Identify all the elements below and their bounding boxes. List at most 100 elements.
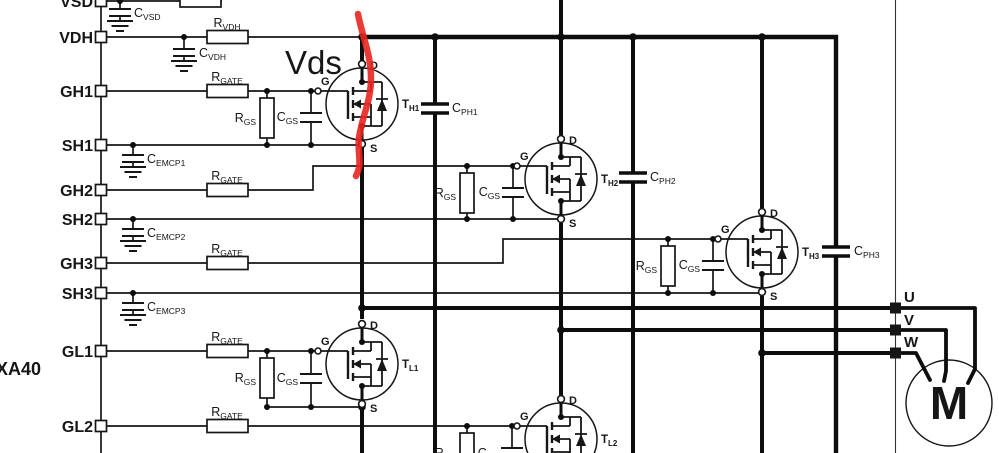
pin-square-sh3	[94, 286, 108, 300]
capacitor-cemcp1	[122, 154, 144, 163]
label-th3: TH3	[802, 247, 820, 261]
capacitor-cgs-th3	[702, 260, 724, 271]
label-cvsd: CVSD	[134, 6, 161, 22]
pin-square-gh1	[94, 84, 108, 98]
phase-square-v	[890, 324, 901, 336]
pin-square-vsd	[94, 0, 108, 8]
pin-square-gh3	[94, 256, 108, 270]
capacitor-cph1	[421, 102, 449, 115]
pin-label-sh1: SH1	[62, 138, 93, 155]
label-rgate-gl1: RGATE	[211, 330, 243, 346]
pin-label-gl1: GL1	[62, 344, 93, 361]
label-rgs-th2: RGS	[435, 186, 457, 202]
mosfet-th3	[713, 206, 800, 305]
pin-square-vdh	[94, 30, 108, 44]
capacitor-cemcp3	[122, 302, 144, 311]
rc-th1-stems	[266, 91, 312, 145]
ic-part-marking: XA40	[0, 359, 41, 379]
junction-dots	[117, 0, 766, 429]
rc-tl1-stems	[266, 351, 312, 407]
label-cgs-th1: CGS	[277, 110, 299, 126]
label-cvdh: CVDH	[199, 46, 226, 62]
phase-square-u	[890, 302, 901, 314]
motor-label: M	[930, 377, 968, 429]
wire-gh2	[106, 165, 514, 191]
pin-labels: VSD VDH GH1 SH1 GH2 SH2 GH3 SH3 GL1 GL2 …	[0, 0, 93, 436]
label-rgs-tl1: RGS	[235, 371, 257, 387]
component-labels: RVDH RGATE RGATE RGATE RGATE RGATE RGS R…	[134, 6, 880, 453]
label-tl1: TL1	[402, 359, 419, 373]
capacitor-cgs-th1	[300, 112, 322, 123]
label-rgs-tl2: RGS	[435, 446, 457, 453]
label-cemcp1: CEMCP1	[147, 152, 186, 168]
phase-label-w: W	[904, 334, 919, 351]
label-cgs-th2: CGS	[479, 185, 501, 201]
ic-pin-squares	[94, 0, 108, 433]
pin-label-gl2: GL2	[62, 419, 93, 436]
wire-gl1	[106, 350, 360, 408]
resistor-rvsd-clipped	[179, 0, 222, 8]
resistor-rgate-gh1	[206, 83, 249, 99]
label-cgs-tl1: CGS	[277, 371, 299, 387]
pin-square-gl1	[94, 344, 108, 358]
label-th1: TH1	[402, 99, 420, 113]
vds-red-marker-curve	[352, 10, 375, 180]
label-rgate-gl2: RGATE	[211, 405, 243, 421]
mosfet-tl2	[512, 393, 599, 453]
motor-lead-w	[899, 351, 932, 382]
resistor-rgs-th1	[259, 97, 275, 139]
resistor-rgs-th2	[459, 172, 475, 214]
label-cph2: CPH2	[650, 170, 676, 186]
phase-square-w	[890, 347, 901, 359]
phase-label-v: V	[904, 312, 914, 329]
capacitor-cvdh	[173, 48, 195, 57]
rc-th3-stems	[667, 239, 714, 293]
motor-lead-v	[899, 328, 948, 383]
phase-labels: U V W M	[904, 289, 968, 429]
capacitor-cgs-th2	[502, 187, 524, 198]
pin-square-sh1	[94, 138, 108, 152]
capacitor-cvsd	[109, 8, 131, 17]
capacitor-cemcp2	[122, 228, 144, 237]
wire-gh3	[106, 238, 715, 264]
label-rgate-gh1: RGATE	[211, 70, 243, 86]
resistor-rgs-tl2	[459, 432, 475, 453]
motor-lead-u	[899, 306, 977, 385]
capacitor-cph3	[822, 245, 850, 258]
label-rgs-th3: RGS	[636, 259, 658, 275]
label-rgate-gh2: RGATE	[211, 169, 243, 185]
pin-label-vsd: VSD	[60, 0, 93, 11]
pin-label-vdh: VDH	[59, 30, 93, 47]
mosfet-tl1	[313, 318, 400, 417]
phase-label-u: U	[904, 289, 915, 306]
label-th2: TH2	[601, 174, 619, 188]
pin-square-gh2	[94, 183, 108, 197]
capacitor-cph2	[619, 171, 647, 184]
pin-label-gh1: GH1	[60, 84, 93, 101]
vds-annotation-text: Vds	[285, 44, 342, 81]
resistor-rgate-gh3	[206, 255, 249, 271]
mosfet-th2	[512, 133, 599, 232]
label-rvdh: RVDH	[214, 16, 241, 32]
pin-label-sh2: SH2	[62, 212, 93, 229]
pin-label-gh3: GH3	[60, 256, 93, 273]
label-cph1: CPH1	[452, 101, 478, 117]
resistor-rgate-gh2	[206, 182, 249, 198]
pin-label-gh2: GH2	[60, 183, 93, 200]
capacitor-cgs-tl1	[300, 373, 322, 384]
label-rgate-gh3: RGATE	[211, 242, 243, 258]
label-cgs-tl2: CGS	[478, 446, 500, 453]
pin-label-sh3: SH3	[62, 286, 93, 303]
resistor-rgate-gl1	[206, 343, 249, 359]
label-cemcp2: CEMCP2	[147, 226, 186, 242]
label-cemcp3: CEMCP3	[147, 300, 186, 316]
label-rgs-th1: RGS	[235, 111, 257, 127]
resistor-rgs-tl1	[259, 357, 275, 399]
pin-square-sh2	[94, 212, 108, 226]
resistor-rvdh	[206, 29, 249, 45]
resistor-rgs-th3	[660, 245, 676, 287]
label-tl2: TL2	[601, 434, 618, 448]
label-cgs-th3: CGS	[679, 258, 701, 274]
